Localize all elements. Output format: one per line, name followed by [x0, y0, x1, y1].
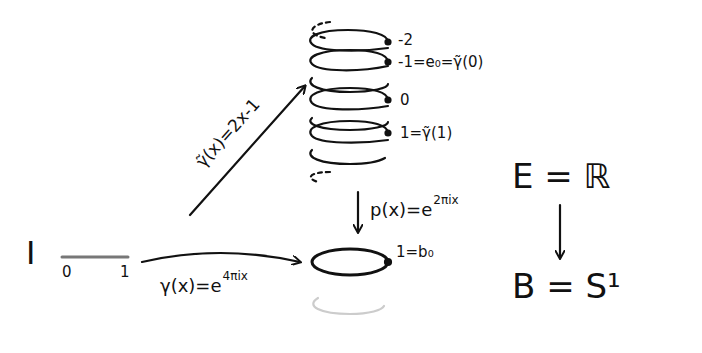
lift-label: γ̃(x)=2x-1	[192, 95, 263, 171]
point-dot	[386, 60, 391, 65]
base-circle	[312, 249, 388, 275]
map-label: γ(x)=e	[160, 276, 222, 296]
basepoint-label: 1=b₀	[396, 244, 434, 261]
point-dot	[386, 131, 391, 136]
endpoint-label: 1	[120, 264, 130, 281]
lift-arrow	[190, 86, 305, 215]
point-dot	[386, 40, 391, 45]
fiber-label: -2	[398, 32, 413, 49]
fiber-label: -1=e₀=γ̃(0)	[398, 54, 483, 71]
point-dot	[386, 98, 391, 103]
projection-arrow	[357, 192, 359, 232]
helix-spiral	[310, 22, 388, 182]
exponent-label: 2πix	[433, 194, 458, 207]
space-name: I	[26, 236, 35, 271]
gamma-arrow	[142, 253, 300, 262]
space-name: B = S¹	[512, 268, 621, 305]
point-dot	[385, 259, 391, 265]
endpoint-label: 0	[62, 264, 72, 281]
map-label: p(x)=e	[370, 200, 432, 220]
fiber-label: 1=γ̃(1)	[400, 125, 452, 142]
interval-segment	[62, 256, 128, 259]
fiber-label: 0	[400, 92, 410, 109]
bundle-arrow	[559, 205, 561, 258]
exponent-label: 4πix	[223, 270, 248, 283]
space-name: E = ℝ	[512, 158, 611, 195]
faint-loop	[313, 298, 384, 314]
